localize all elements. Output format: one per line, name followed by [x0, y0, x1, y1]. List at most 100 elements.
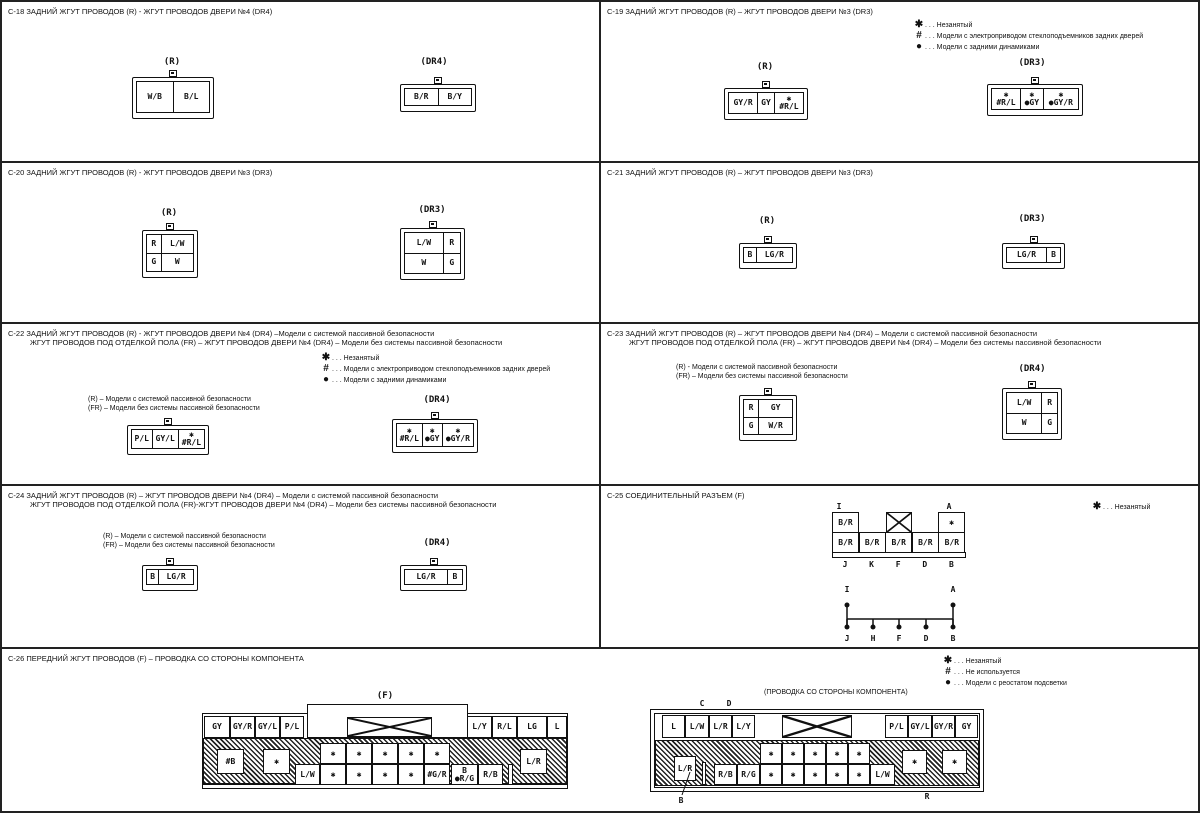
pin: ✱ [782, 743, 804, 764]
legend-symbol-icon: # [916, 30, 922, 41]
schematic-letter: B [950, 634, 956, 643]
lock-tab-icon [1029, 236, 1038, 243]
panel-c21: C-21 ЗАДНИЙ ЖГУТ ПРОВОДОВ (R) – ЖГУТ ПРО… [599, 161, 1200, 324]
pin: LG/R [755, 247, 794, 263]
note-line: (R) – Модели с системой пассивной безопа… [88, 396, 251, 403]
connector-label: (R) [756, 62, 774, 72]
pin: W [1005, 412, 1043, 434]
pin: R/L [492, 716, 517, 738]
panel-title: C-25 СОЕДИНИТЕЛЬНЫЙ РАЗЪЕМ (F) [607, 491, 745, 500]
pin: R/G [737, 764, 760, 785]
lock-tab-icon [1028, 381, 1036, 388]
pin: G [742, 416, 760, 435]
lock-tab-icon [764, 236, 772, 243]
pin: W [404, 252, 444, 274]
pin: B [145, 569, 160, 585]
lock-tab-icon [434, 77, 442, 84]
legend-item: #. . . Модели с электроприводом стеклопо… [320, 364, 550, 375]
pin: B/R [911, 532, 939, 553]
pin: L/W [160, 234, 195, 254]
panel-title: C-18 ЗАДНИЙ ЖГУТ ПРОВОДОВ (R) - ЖГУТ ПРО… [8, 7, 273, 16]
schematic-letter: J [844, 634, 850, 643]
pin: L/R [520, 749, 547, 774]
connector: ✱ #R/L✱ ●GY✱ ●GY/R [392, 412, 478, 453]
pin: GY/L [255, 716, 280, 738]
schematic-letter: D [923, 634, 929, 643]
note-line: (FR) – Модели без системы пассивной безо… [88, 405, 260, 412]
legend-text: . . . Незанятый [925, 22, 973, 29]
pin: R/B [714, 764, 737, 785]
pin-letter: I [836, 502, 842, 511]
pin: L/W [1005, 392, 1043, 414]
connector-label-f: (F) [376, 691, 394, 701]
leader-line [681, 772, 691, 796]
legend-symbol-icon: ● [915, 41, 923, 52]
legend-item: ●. . . Модели с задними динамиками [913, 42, 1143, 53]
pin: R [442, 232, 462, 254]
pin: R [1041, 392, 1058, 414]
pin: L [547, 716, 567, 738]
connector-caption: (ПРОВОДКА СО СТОРОНЫ КОМПОНЕНТА) [764, 689, 908, 696]
notes: (R) - Модели с системой пассивной безопа… [676, 363, 848, 381]
splice-node [923, 624, 929, 630]
schematic-letter: I [844, 585, 850, 594]
blocked-cavity-icon [886, 512, 912, 533]
pin-row: ✱ #R/L✱ ●GY✱ ●GY/R [396, 423, 475, 447]
pin-letter: K [869, 560, 875, 569]
pin: ✱ [263, 749, 290, 774]
connector-label: (DR4) [420, 57, 448, 67]
pin-letter: D [922, 560, 928, 569]
legend-item: ●. . . Модели с реостатом подсветки [942, 678, 1067, 689]
pin: ✱ #R/L [991, 88, 1021, 110]
pin: ✱ [782, 764, 804, 785]
connector-label: (DR3) [418, 205, 446, 215]
panel-subtitle: ЖГУТ ПРОВОДОВ ПОД ОТДЕЛКОЙ ПОЛА (FR) – Ж… [629, 338, 1102, 347]
pin: ✱ #R/L [773, 92, 805, 114]
schematic-letter: H [870, 634, 876, 643]
panel-c24: C-24 ЗАДНИЙ ЖГУТ ПРОВОДОВ (R) – ЖГУТ ПРО… [0, 484, 601, 649]
lock-tab-icon [164, 418, 172, 425]
pin: GY [758, 399, 793, 418]
note-line: (R) – Модели с системой пассивной безопа… [103, 533, 266, 540]
schematic-letter: A [950, 585, 956, 594]
pin: R [742, 399, 760, 418]
legend-text: . . . Не используется [954, 669, 1020, 676]
legend-text: . . . Незанятый [954, 658, 1002, 665]
pin: W [160, 252, 195, 272]
pin-letter: J [842, 560, 848, 569]
pin-letter: F [895, 560, 901, 569]
blocked-cavity-icon [347, 717, 432, 737]
lock-tab-icon [1031, 77, 1039, 84]
legend: ✱. . . Незанятый#. . . Модели с электроп… [320, 353, 550, 386]
legend-item: ✱. . . Незанятый [913, 20, 1143, 31]
pin: B/R [885, 532, 913, 553]
connector-base [832, 552, 966, 558]
lock-tab-icon [428, 221, 437, 228]
blocked-cavity-icon [782, 715, 852, 738]
splice-node [950, 624, 956, 630]
pin: ✱ [760, 743, 782, 764]
legend-text: . . . Незанятый [332, 355, 380, 362]
pin: P/L [280, 716, 304, 738]
pin: ✱ [346, 764, 372, 785]
panel-c20: C-20 ЗАДНИЙ ЖГУТ ПРОВОДОВ (R) - ЖГУТ ПРО… [0, 161, 601, 324]
connector-label: (R) [163, 57, 181, 67]
panel-title: C-24 ЗАДНИЙ ЖГУТ ПРОВОДОВ (R) – ЖГУТ ПРО… [8, 491, 439, 500]
pin-row: ✱ #R/L✱ ●GY✱ ●GY/R [991, 88, 1080, 110]
